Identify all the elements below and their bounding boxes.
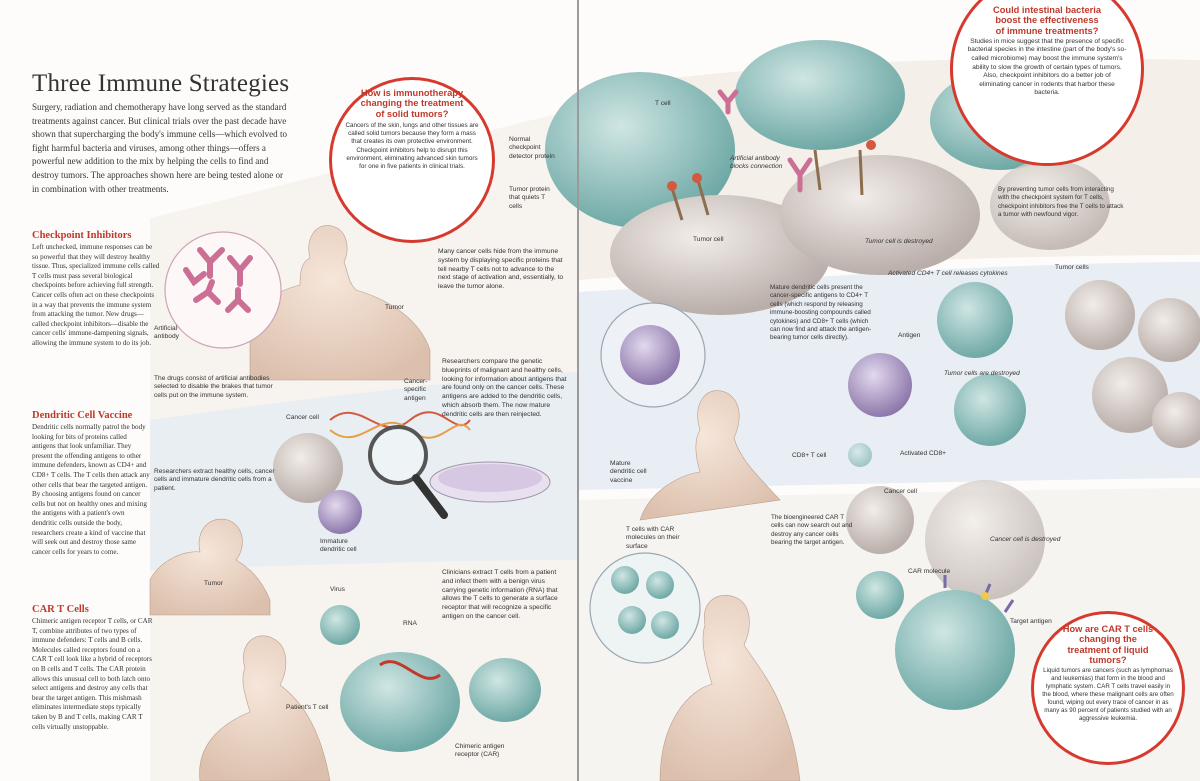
label-virus: Virus <box>330 586 345 593</box>
bacteria-bubble: Could intestinal bacteria boost the effe… <box>953 0 1141 163</box>
rna-strand <box>379 660 441 680</box>
label-tumor-cells: Tumor cells <box>1055 264 1089 271</box>
patient-figure-cart <box>199 595 801 781</box>
preventing-note: By preventing tumor cells from interacti… <box>998 186 1124 219</box>
petri-dish <box>429 461 551 503</box>
mature-note: Mature dendritic cells present the cance… <box>770 284 872 342</box>
compare-note: Researchers compare the genetic blueprin… <box>442 358 567 418</box>
label-cancer-specific-antigen: Cancer-specific antigen <box>404 378 428 402</box>
liquid-tumors-answer: Liquid tumors are cancers (such as lymph… <box>1042 667 1174 723</box>
label-tumor-cell: Tumor cell <box>693 236 724 243</box>
cd4-cd8-cells <box>848 282 1026 467</box>
label-tumor-destroyed: Tumor cell is destroyed <box>865 238 933 245</box>
checkpoint-heading: Checkpoint Inhibitors <box>32 230 132 241</box>
label-tumor-protein: Tumor protein that quiets T cells <box>509 186 550 210</box>
immature-dendritic-illustration <box>318 490 362 534</box>
mature-dendritic-cell <box>620 325 912 417</box>
hide-note: Many cancer cells hide from the immune s… <box>438 248 564 291</box>
solid-tumors-answer: Cancers of the skin, lungs and other tis… <box>345 121 479 170</box>
label-tumor: Tumor <box>385 304 404 311</box>
bacteria-answer: Studies in mice suggest that the presenc… <box>967 37 1127 97</box>
solid-tumors-bubble: How is immunotherapy changing the treatm… <box>332 80 492 240</box>
tumor-cells-cluster <box>1065 280 1200 448</box>
label-patients-t-cell: Patient's T cell <box>286 704 329 711</box>
label-immature-dendritic: Immature dendritic cell <box>320 538 357 554</box>
liquid-tumors-question: How are CAR T cells changing the treatme… <box>1062 624 1154 665</box>
label-cancer-cell-2: Cancer cell <box>884 488 917 495</box>
label-antigen: Antigen <box>898 332 921 339</box>
checkpoint-stalks <box>670 149 864 221</box>
label-artificial-antibody: Artificial antibody <box>154 325 179 341</box>
label-normal-checkpoint: Normal checkpoint detector protein <box>509 136 555 160</box>
cart-heading: CAR T Cells <box>32 604 89 615</box>
label-t-cell: T cell <box>655 100 671 107</box>
tumor-cell-illustration <box>610 155 1110 315</box>
intro-text: Surgery, radiation and chemotherapy have… <box>32 102 288 194</box>
label-chimeric-receptor: Chimeric antigen receptor (CAR) <box>455 743 505 759</box>
clinicians-note: Clinicians extract T cells from a patien… <box>442 569 558 620</box>
label-activated-cd8: Activated CD8+ <box>900 450 946 457</box>
label-cancer-cell-destroyed: Cancer cell is destroyed <box>990 536 1061 543</box>
label-tumor-cells-destroyed: Tumor cells are destroyed <box>944 370 1020 377</box>
label-tumor-2: Tumor <box>204 580 223 587</box>
page-gutter <box>577 0 579 781</box>
drugs-note: The drugs consist of artificial antibodi… <box>154 375 273 399</box>
label-mature-vaccine: Mature dendritic cell vaccine <box>610 460 647 484</box>
antibody-icons <box>183 247 253 313</box>
label-rna: RNA <box>403 620 417 627</box>
checkpoint-proteins <box>667 140 876 191</box>
blocking-antibody <box>717 89 813 193</box>
bioengineered-note: The bioengineered CAR T cells can now se… <box>771 514 853 547</box>
cart-body: Chimeric antigen receptor T cells, or CA… <box>32 617 153 731</box>
patient-figure-checkpoint <box>249 225 431 381</box>
checkpoint-body: Left unchecked, immune responses can be … <box>32 243 160 347</box>
label-artificial-blocks: Artificial antibody blocks connection <box>730 155 783 171</box>
car-t-attack-illustration <box>846 480 1045 710</box>
virus-illustration <box>320 605 360 645</box>
label-tcells-car: T cells with CAR molecules on their surf… <box>626 526 680 550</box>
label-cd8: CD8+ T cell <box>792 452 827 459</box>
magnifying-glass <box>368 425 448 519</box>
label-activated-cd4: Activated CD4+ T cell releases cytokines <box>888 270 1008 277</box>
car-t-cells-cluster <box>611 566 679 639</box>
cancer-cell-illustration <box>273 433 343 503</box>
dendritic-heading: Dendritic Cell Vaccine <box>32 410 133 421</box>
label-target-antigen: Target antigen <box>1010 618 1052 625</box>
extract-note: Researchers extract healthy cells, cance… <box>154 468 275 492</box>
patient-figure-dendritic <box>149 390 781 616</box>
label-cancer-cell: Cancer cell <box>286 414 319 421</box>
bacteria-question: Could intestinal bacteria boost the effe… <box>993 5 1101 36</box>
solid-tumors-question: How is immunotherapy changing the treatm… <box>360 88 464 119</box>
page-title: Three Immune Strategies <box>32 70 290 97</box>
liquid-tumors-bubble: How are CAR T cells changing the treatme… <box>1034 614 1182 762</box>
label-car-molecule: CAR molecule <box>908 568 951 575</box>
target-antigen-dot <box>981 592 989 600</box>
dendritic-body: Dendritic cells normally patrol the body… <box>32 423 150 556</box>
